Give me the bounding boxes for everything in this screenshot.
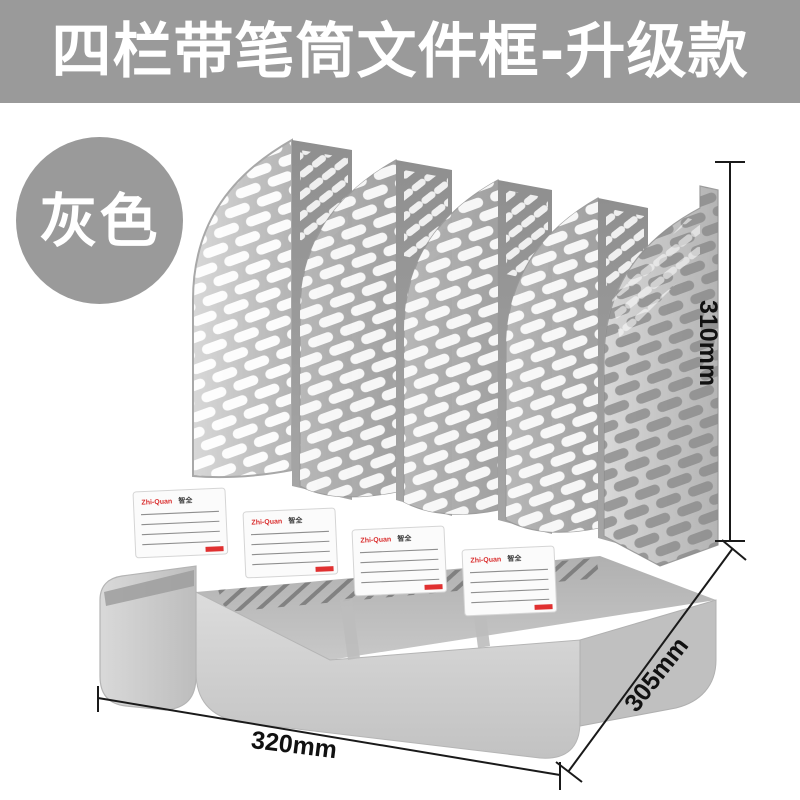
label-cards: Zhi-Quan 智全 Zhi-Quan 智全	[132, 487, 558, 617]
label-brand-text: Zhi-Quan	[141, 498, 172, 506]
svg-text:智全: 智全	[507, 553, 522, 563]
svg-text:智全: 智全	[397, 533, 412, 543]
label-tab-marker	[205, 546, 224, 552]
label-card: Zhi-Quan 智全	[242, 507, 339, 579]
height-dimension-line	[729, 162, 731, 542]
svg-text:智全: 智全	[288, 515, 303, 525]
height-tick-bottom	[715, 540, 745, 542]
depth-tick-top	[721, 539, 747, 561]
organizer-dividers	[192, 138, 719, 567]
svg-text:Zhi-Quan: Zhi-Quan	[360, 536, 391, 544]
depth-dimension-line	[567, 547, 734, 773]
label-card: Zhi-Quan 智全	[351, 525, 448, 597]
svg-text:智全: 智全	[178, 495, 193, 505]
divider-panel-4	[505, 196, 599, 533]
divider-panel-2	[299, 158, 397, 498]
title-banner: 四栏带笔筒文件框-升级款	[0, 0, 800, 103]
svg-text:Zhi-Quan: Zhi-Quan	[470, 556, 501, 564]
color-badge: 灰色	[16, 137, 183, 304]
label-card: Zhi-Quan 智全	[461, 545, 558, 617]
dimension-lines	[97, 539, 747, 790]
height-tick-top	[715, 161, 745, 163]
depth-tick-bottom	[555, 761, 583, 783]
divider-panel-1	[192, 138, 293, 479]
banner-title-text: 四栏带笔筒文件框-升级款	[51, 16, 749, 87]
label-card: Zhi-Quan 智全	[132, 487, 229, 559]
right-side-wall	[603, 185, 719, 567]
color-badge-label: 灰色	[39, 186, 160, 255]
height-dimension-label: 310mm	[694, 300, 722, 387]
pen-holder-compartment	[99, 565, 197, 711]
divider-panel-3	[403, 178, 499, 515]
width-dimension-line	[97, 697, 561, 776]
svg-text:Zhi-Quan: Zhi-Quan	[251, 518, 282, 526]
